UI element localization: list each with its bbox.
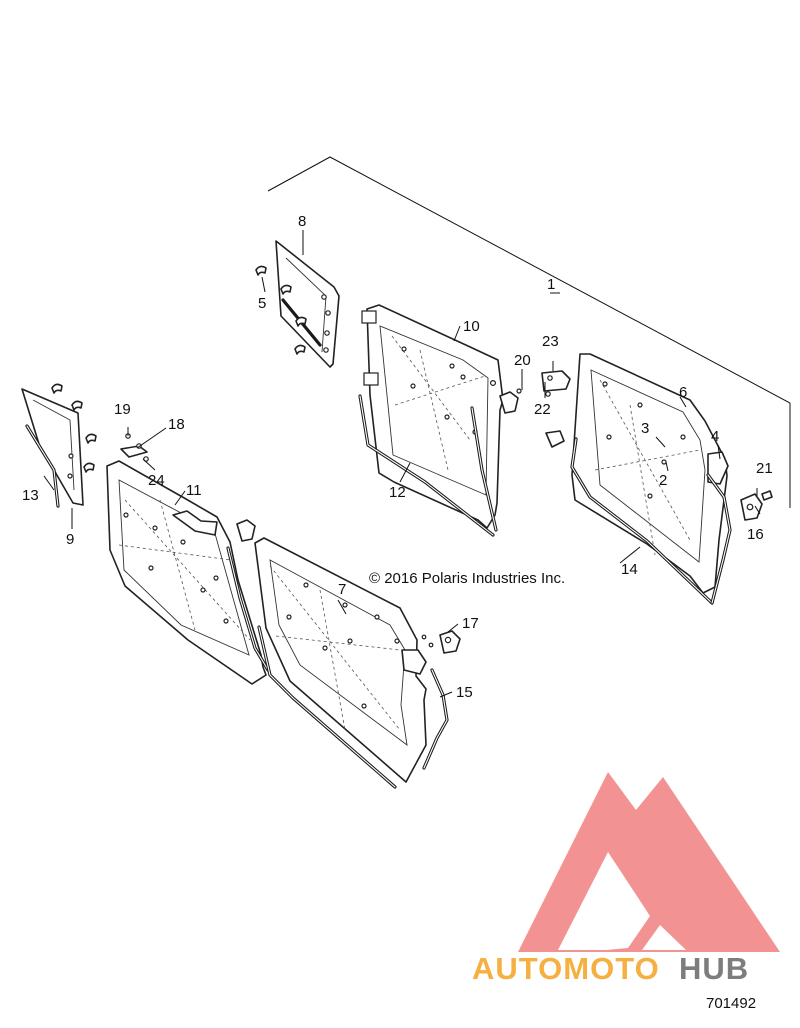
part-16-latch xyxy=(740,493,763,521)
callout-7: 7 xyxy=(338,581,346,598)
part-17-latch xyxy=(421,630,461,654)
callout-18: 18 xyxy=(168,416,185,433)
copyright-notice: © 2016 Polaris Industries Inc. xyxy=(369,570,565,587)
part-6-door-panel xyxy=(545,353,729,594)
watermark-logo: AUTOMOTO HUB xyxy=(472,772,780,986)
part-5-clips xyxy=(255,265,307,355)
callout-15: 15 xyxy=(456,684,473,701)
part-7-door-panel xyxy=(254,537,427,789)
callout-16: 16 xyxy=(747,526,764,543)
watermark-brand-part2: HUB xyxy=(679,951,749,986)
part-12-seal xyxy=(358,394,498,537)
callout-10: 10 xyxy=(463,318,480,335)
callout-22: 22 xyxy=(534,401,551,418)
callout-9: 9 xyxy=(66,531,74,548)
callout-2: 2 xyxy=(659,472,667,489)
part-13-panel xyxy=(21,388,84,508)
callout-5: 5 xyxy=(258,295,266,312)
part-23-hinge xyxy=(541,361,571,397)
callout-21: 21 xyxy=(756,460,773,477)
callout-14: 14 xyxy=(621,561,638,578)
callout-20: 20 xyxy=(514,352,531,369)
part-21-screw xyxy=(761,490,773,501)
part-9-clips xyxy=(51,383,97,473)
part-18-19-24-hardware xyxy=(120,427,149,462)
callout-12: 12 xyxy=(389,484,406,501)
callout-17: 17 xyxy=(462,615,479,632)
watermark-triangle xyxy=(518,772,780,952)
leader-lines xyxy=(43,230,761,698)
callout-19: 19 xyxy=(114,401,131,418)
part-8-upper-panel xyxy=(275,240,340,368)
callout-8: 8 xyxy=(298,213,306,230)
part-20-bolt xyxy=(499,388,522,414)
callout-3: 3 xyxy=(641,420,649,437)
callout-24: 24 xyxy=(148,472,165,489)
part-10-door-panel xyxy=(361,304,504,529)
callout-labels: 1 2 3 4 5 6 7 8 9 10 11 12 13 14 15 16 1… xyxy=(22,213,773,701)
part-15-seal xyxy=(422,668,449,770)
part-11-door-panel xyxy=(106,460,270,685)
reference-number: 701492 xyxy=(706,995,756,1012)
callout-4: 4 xyxy=(711,428,719,445)
assembly-bracket xyxy=(267,156,791,508)
callout-13: 13 xyxy=(22,487,39,504)
part-14-seal xyxy=(570,437,732,605)
callout-23: 23 xyxy=(542,333,559,350)
callout-1: 1 xyxy=(547,276,555,293)
callout-11: 11 xyxy=(186,482,202,499)
watermark-brand-part1: AUTOMOTO xyxy=(472,951,660,986)
callout-6: 6 xyxy=(679,384,687,401)
